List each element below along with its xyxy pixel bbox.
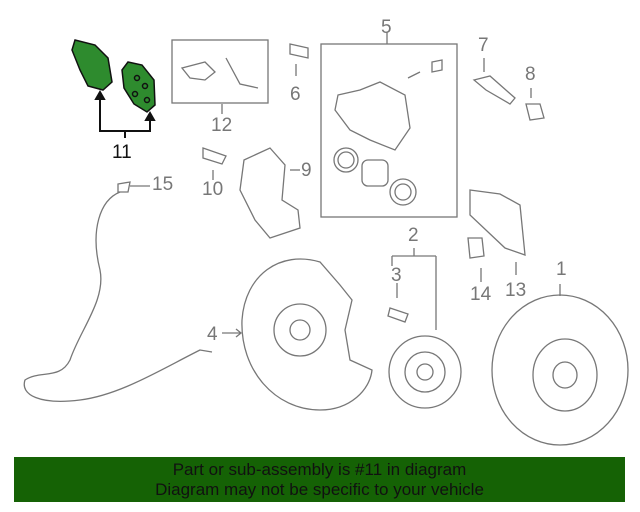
info-banner: Part or sub-assembly is #11 in diagram D…	[14, 457, 625, 502]
callout-11-leader	[94, 89, 156, 138]
callout-8[interactable]: 8	[525, 64, 536, 85]
guide-pin[interactable]	[472, 75, 516, 105]
brake-wear-sensor[interactable]	[469, 189, 526, 256]
hub-bolt[interactable]	[387, 283, 409, 323]
brake-rotor[interactable]	[491, 294, 629, 446]
callout-12[interactable]: 12	[211, 115, 233, 136]
hardware-kit[interactable]	[180, 57, 259, 89]
callout-3[interactable]: 3	[391, 265, 402, 286]
callout-1[interactable]: 1	[556, 259, 567, 280]
brake-pad-set[interactable]	[71, 39, 156, 113]
callout-2[interactable]: 2	[408, 225, 419, 246]
wheel-hub[interactable]	[388, 335, 462, 409]
sensor-clip[interactable]	[467, 237, 485, 259]
callout-5[interactable]: 5	[381, 17, 392, 38]
callout-11[interactable]: 11	[112, 142, 132, 163]
callout-6[interactable]: 6	[290, 84, 301, 105]
callout-13[interactable]: 13	[505, 280, 527, 301]
callout-15[interactable]: 15	[152, 174, 174, 195]
bleeder-screw[interactable]	[289, 43, 309, 76]
caliper-bolts[interactable]	[407, 59, 443, 79]
caliper-piston[interactable]	[361, 159, 389, 187]
dust-shield[interactable]	[241, 258, 373, 411]
brake-caliper[interactable]	[334, 81, 411, 151]
caliper-box	[320, 43, 458, 218]
caliper-seal[interactable]	[333, 147, 359, 173]
callout-14[interactable]: 14	[470, 284, 492, 305]
banner-line-1: Part or sub-assembly is #11 in diagram	[172, 460, 467, 479]
caliper-bracket[interactable]	[239, 147, 301, 239]
abs-sensor-wire[interactable]	[23, 191, 213, 402]
callout-4[interactable]: 4	[207, 324, 218, 345]
banner-line-2: Diagram may not be specific to your vehi…	[155, 480, 484, 499]
hardware-kit-box	[171, 39, 269, 104]
guide-boot[interactable]	[525, 103, 545, 121]
callout-7[interactable]: 7	[478, 35, 489, 56]
callout-9[interactable]: 9	[301, 160, 312, 181]
bracket-bolt[interactable]	[202, 147, 227, 180]
callout-10[interactable]: 10	[202, 179, 224, 200]
piston-boot[interactable]	[389, 178, 417, 206]
